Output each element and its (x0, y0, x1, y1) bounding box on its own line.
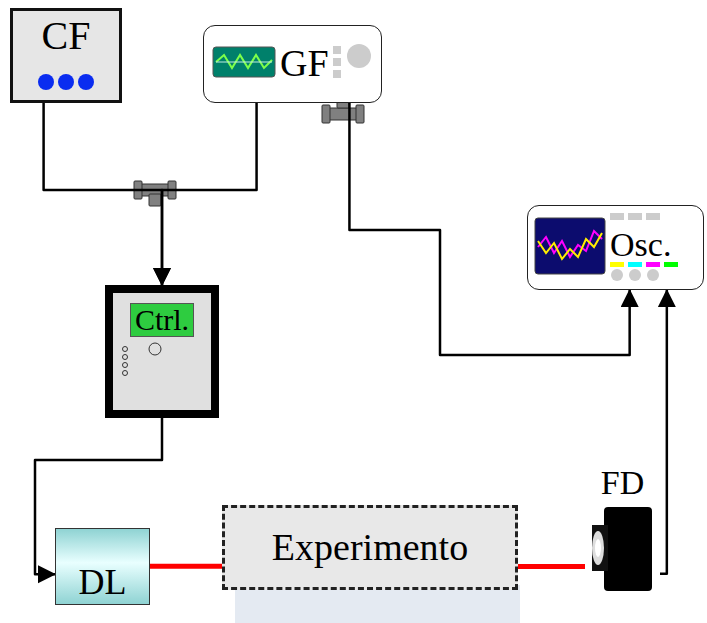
signal-cable (660, 290, 667, 574)
laser-box: DL (55, 528, 150, 605)
device-box: CF (10, 8, 122, 103)
background-patch (235, 585, 520, 623)
button-dots (36, 72, 96, 96)
node-label: FD (601, 465, 644, 501)
controls (117, 337, 207, 391)
photodetector: FD (585, 465, 660, 610)
signal-cable (44, 103, 162, 285)
detector-body (590, 501, 656, 597)
tee-connector (134, 181, 176, 206)
panel: Osc. (610, 209, 682, 287)
buttons (610, 209, 682, 227)
node-label: Osc. (610, 227, 671, 263)
device-box: GF (203, 25, 382, 103)
controller-box: Ctrl. (105, 285, 219, 418)
knobs (333, 40, 373, 88)
laser-beam (150, 564, 222, 569)
laser-beam (518, 564, 585, 569)
experiment-box: Experimento (222, 505, 518, 590)
node-label: GF (280, 44, 329, 84)
screen-icon (534, 217, 606, 279)
device-box: Osc. (527, 205, 704, 290)
signal-cable (349, 103, 629, 355)
signal-cable (162, 103, 257, 285)
node-label: Experimento (272, 528, 468, 568)
knobs (610, 262, 682, 286)
node-label: Ctrl. (130, 303, 194, 337)
node-label: CF (42, 15, 91, 57)
screen-icon (212, 46, 276, 82)
node-label: DL (79, 564, 127, 602)
